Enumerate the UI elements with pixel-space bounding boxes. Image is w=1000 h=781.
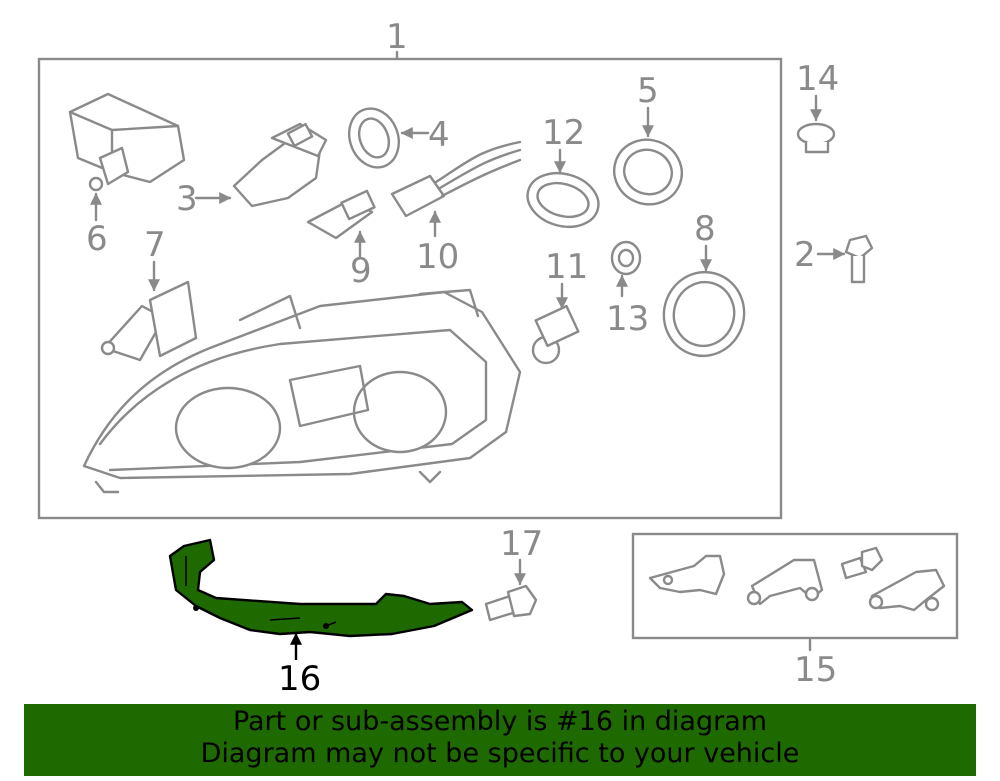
- socket-harness-part: [390, 140, 522, 218]
- callout-1: 1: [386, 17, 408, 57]
- side-bulb-part: [531, 304, 580, 365]
- callout-16: 16: [278, 659, 321, 699]
- callout-3: 3: [176, 179, 198, 219]
- bulb-cap-part: [348, 107, 400, 169]
- leveling-motor-part: [68, 92, 186, 192]
- bulb-socket-part: [100, 280, 198, 362]
- callout-14: 14: [796, 59, 839, 99]
- repair-kit-parts: [648, 546, 946, 612]
- callout-17: 17: [500, 524, 543, 564]
- headlamp-assembly-box: [37, 57, 783, 520]
- callout-6: 6: [86, 219, 108, 259]
- headlamp-housing-part: [82, 288, 522, 494]
- callout-2: 2: [794, 235, 816, 275]
- callout-4: 4: [428, 115, 450, 155]
- grommet-part: [610, 240, 642, 276]
- clip-part: [796, 122, 836, 154]
- info-banner: Part or sub-assembly is #16 in diagram D…: [24, 704, 976, 776]
- bolt-part-17: [484, 584, 538, 622]
- callout-11: 11: [545, 247, 588, 287]
- callout-5: 5: [637, 71, 659, 111]
- callout-13: 13: [606, 299, 649, 339]
- seal-ring-part-12: [526, 172, 600, 228]
- h7-bulb-part: [232, 122, 328, 208]
- callout-12: 12: [542, 113, 585, 153]
- banner-line-2: Diagram may not be specific to your vehi…: [200, 738, 800, 769]
- seal-ring-part-5: [613, 138, 683, 206]
- bolt-part-2: [844, 234, 874, 284]
- callout-8: 8: [694, 209, 716, 249]
- banner-line-1: Part or sub-assembly is #16 in diagram: [232, 706, 768, 737]
- seal-ring-part-8: [662, 270, 746, 358]
- callout-9: 9: [350, 251, 372, 291]
- callout-7: 7: [144, 225, 166, 265]
- callout-10: 10: [416, 237, 459, 277]
- headlamp-bracket-part-16: [168, 538, 474, 638]
- repair-kit-box: [631, 532, 959, 640]
- callout-15: 15: [794, 650, 837, 690]
- wedge-bulb-part: [306, 189, 376, 240]
